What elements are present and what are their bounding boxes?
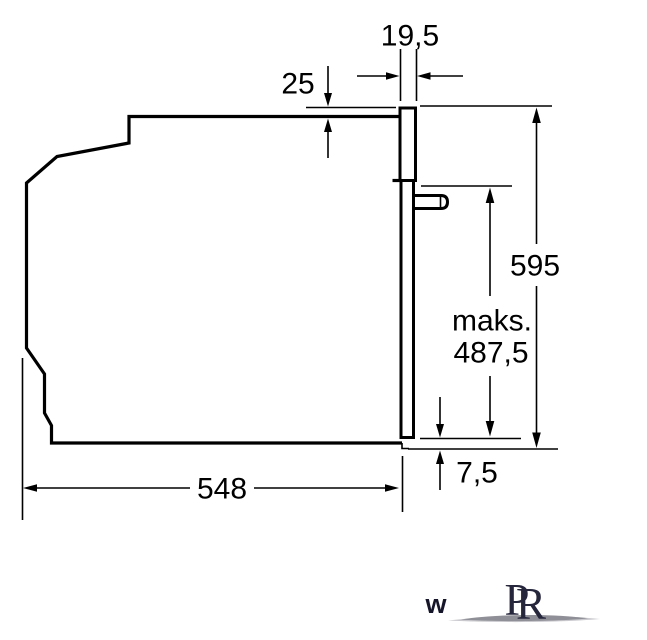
arrowhead-up-icon [485,187,495,203]
watermark: w P R [424,575,600,629]
dim-max-value: 487,5 [453,337,528,370]
dimension-body-depth: 548 [23,473,399,506]
extension-lines [21,49,558,520]
arrowhead-up-icon [532,107,541,123]
dim-top-clearance-label: 25 [281,68,314,101]
oven-body-outline [24,114,402,445]
dimension-frame-protrusion: 19,5 [357,20,463,80]
arrowhead-up-icon [324,118,332,132]
logo-letter-p: P [504,575,529,625]
door-handle [412,194,450,210]
arrowhead-left-icon [23,484,37,492]
oven-body [24,114,409,450]
watermark-letter: w [424,589,447,619]
dim-max-label: maks. [452,305,532,338]
arrowhead-down-icon [485,421,495,437]
dim-bottom-clearance-label: 7,5 [456,457,498,490]
oven-door [399,179,415,439]
front-frame [392,106,450,439]
arrowhead-right-icon [385,484,399,492]
dim-frame-protrusion-label: 19,5 [381,20,439,53]
dimension-bottom-clearance: 7,5 [436,397,498,490]
dimension-front-height: 595 [510,107,560,448]
logo-swoosh-icon [461,615,588,622]
arrowhead-right-icon [386,72,400,80]
arrowhead-down-icon [324,93,332,107]
dimension-top-clearance: 25 [281,66,332,158]
arrowhead-down-icon [436,424,444,438]
dim-front-height-label: 595 [510,250,560,283]
control-fascia [398,106,417,182]
dim-body-depth-label: 548 [197,473,247,506]
logo-letter-r: R [516,579,546,629]
dimension-max-door-height: maks. 487,5 [452,187,532,437]
arrowhead-left-icon [417,72,431,80]
frame-bottom-foot [401,443,409,450]
arrowhead-up-icon [436,450,444,464]
arrowhead-down-icon [532,432,541,448]
